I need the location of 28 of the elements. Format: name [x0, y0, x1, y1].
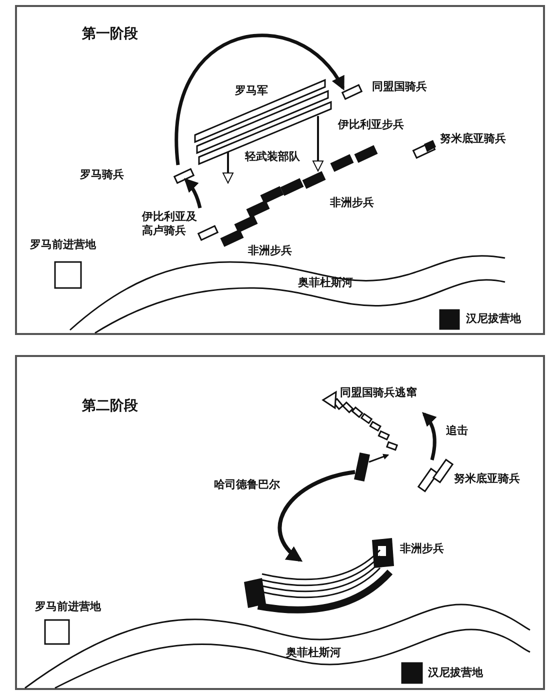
river-label: 奥菲杜斯河: [286, 646, 341, 660]
movement-arrow: [184, 178, 202, 208]
unit-label: 罗马骑兵: [80, 168, 124, 182]
unit-label: 非洲步兵: [330, 196, 374, 210]
movement-arrow: [368, 454, 390, 463]
unit-label: 罗马前进营地: [30, 238, 96, 252]
unit-label: 同盟国骑兵: [372, 80, 427, 94]
map-panel: [15, 5, 545, 335]
unit-label: 非洲步兵: [400, 542, 444, 556]
movement-arrow: [422, 412, 437, 460]
movement-arrow: [278, 470, 356, 562]
panel-heading: 第一阶段: [82, 25, 138, 43]
unit-label: 轻武装部队: [245, 150, 300, 164]
unit-label: 罗马军: [235, 84, 268, 98]
map-panel: [15, 355, 545, 690]
panel-heading: 第二阶段: [82, 397, 138, 415]
movement-arrow: [174, 34, 344, 166]
unit-label: 汉尼拔营地: [428, 666, 483, 680]
unit-label: 非洲步兵: [248, 244, 292, 258]
unit-label: 伊比利亚步兵: [338, 118, 404, 132]
edge-label: 追击: [446, 424, 468, 438]
unit-label: 努米底亚骑兵: [454, 472, 520, 486]
unit-label: 努米底亚骑兵: [440, 132, 506, 146]
unit-label: 汉尼拔营地: [466, 312, 521, 326]
unit-label: 罗马前进营地: [35, 600, 101, 614]
unit-label: 伊比利亚及高卢骑兵: [142, 210, 198, 238]
edge-label: 哈司德鲁巴尔: [214, 478, 280, 492]
unit-label: 同盟国骑兵逃窜: [340, 386, 417, 400]
